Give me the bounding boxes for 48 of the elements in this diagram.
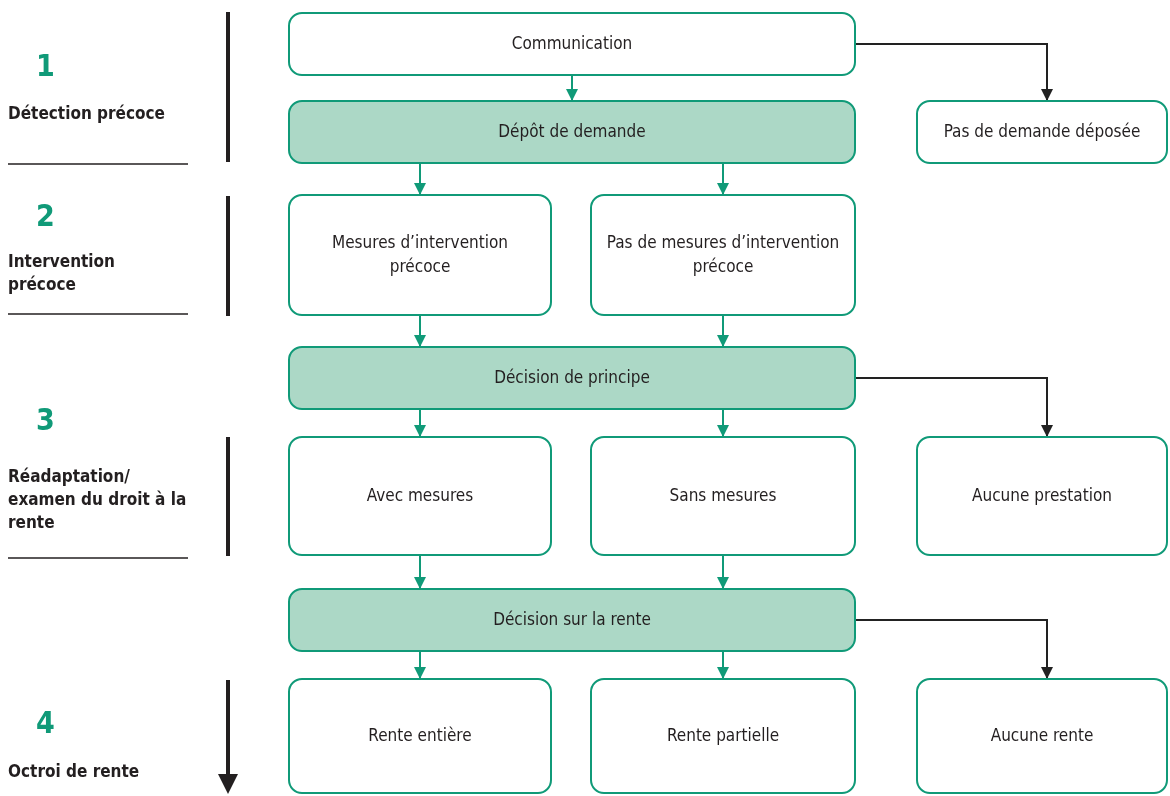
- arrow: [855, 43, 1053, 101]
- phase-number: 1: [36, 48, 55, 83]
- process-box: [916, 436, 1168, 556]
- process-box: [590, 678, 856, 794]
- arrow: [414, 315, 426, 347]
- box-text: Pas de mesures d’intervention précoce: [606, 231, 840, 278]
- process-box: [916, 678, 1168, 794]
- process-box: [288, 194, 552, 316]
- phase-number: 4: [36, 705, 55, 740]
- phase-number: 3: [36, 402, 55, 437]
- box-text: Mesures d’intervention précoce: [330, 231, 510, 278]
- box-text: Dépôt de demande: [498, 120, 646, 144]
- arrow: [717, 555, 729, 589]
- arrow: [414, 555, 426, 589]
- arrow: [855, 377, 1053, 437]
- box-text: Sans mesures: [669, 484, 777, 508]
- phase-number: 2: [36, 198, 55, 233]
- arrow: [414, 651, 426, 679]
- decision-box: [288, 346, 856, 410]
- arrow: [855, 619, 1053, 679]
- process-box: [288, 678, 552, 794]
- box-text: Rente entière: [368, 724, 472, 748]
- box-text: Aucune prestation: [972, 484, 1112, 508]
- arrow: [414, 409, 426, 437]
- process-box: [590, 436, 856, 556]
- arrow: [717, 651, 729, 679]
- box-text: Décision sur la rente: [493, 608, 651, 632]
- process-box: [590, 194, 856, 316]
- box-text: Aucune rente: [990, 724, 1094, 748]
- arrow: [717, 315, 729, 347]
- box-text: Décision de principe: [494, 366, 650, 390]
- box-text: Communication: [511, 32, 633, 56]
- process-box: [288, 12, 856, 76]
- arrow: [414, 163, 426, 195]
- arrow: [566, 75, 578, 101]
- phase-label: Octroi de rente: [8, 760, 141, 783]
- phase-label: Intervention précoce: [8, 250, 116, 296]
- arrow: [717, 409, 729, 437]
- box-text: Pas de demande déposée: [943, 120, 1141, 144]
- process-box: [288, 436, 552, 556]
- box-text: Rente partielle: [666, 724, 780, 748]
- phase-label: Détection précoce: [8, 102, 166, 125]
- phase-label: Réadaptation/ examen du droit à la rente: [8, 465, 188, 534]
- decision-box: [288, 588, 856, 652]
- decision-box: [288, 100, 856, 164]
- process-box: [916, 100, 1168, 164]
- box-text: Avec mesures: [366, 484, 474, 508]
- arrow: [717, 163, 729, 195]
